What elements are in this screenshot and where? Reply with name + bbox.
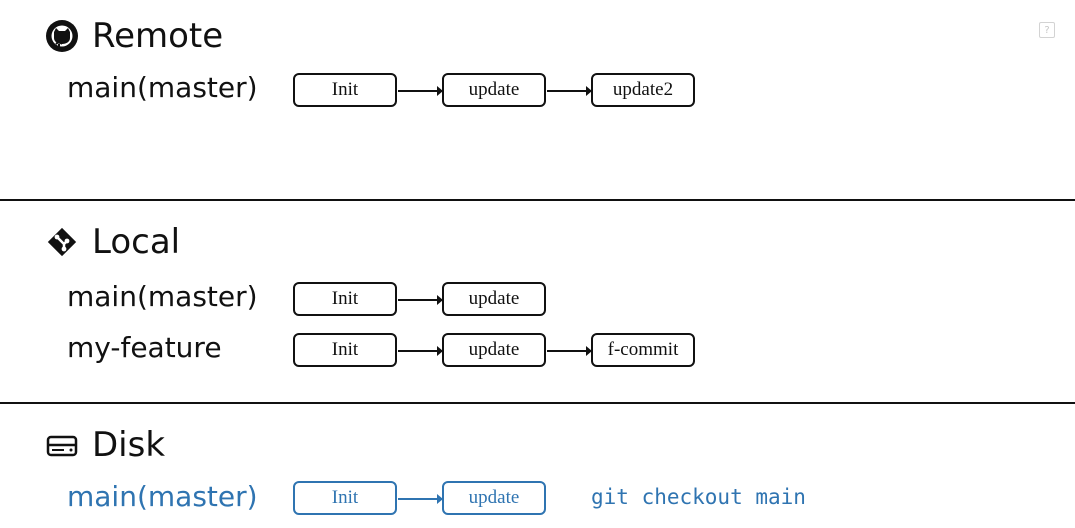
- hard-drive-icon: [42, 425, 82, 465]
- local-feature-commit-update: update: [442, 333, 546, 367]
- local-main-commit-update: update: [442, 282, 546, 316]
- remote-main-arrow-1: [398, 86, 443, 96]
- local-main-arrow-1: [398, 295, 443, 305]
- remote-main-arrow-2: [547, 86, 592, 96]
- local-feature-commit-init: Init: [293, 333, 397, 367]
- remote-main-commit-update2: update2: [591, 73, 695, 107]
- local-main-branch-label: main(master): [67, 280, 258, 313]
- disk-command-text: git checkout main: [591, 485, 806, 509]
- local-main-commit-init: Init: [293, 282, 397, 316]
- local-feature-branch-label: my-feature: [67, 331, 222, 364]
- remote-main-branch-label: main(master): [67, 71, 258, 104]
- local-section-title: Local: [42, 222, 180, 262]
- disk-main-commit-update: update: [442, 481, 546, 515]
- section-divider-local-disk: [0, 402, 1075, 404]
- disk-main-arrow-1: [398, 494, 443, 504]
- git-diamond-icon: [42, 222, 82, 262]
- disk-main-commit-init: Init: [293, 481, 397, 515]
- remote-main-commit-init: Init: [293, 73, 397, 107]
- local-feature-commit-f-commit: f-commit: [591, 333, 695, 367]
- local-feature-arrow-2: [547, 346, 592, 356]
- remote-section-title: Remote: [42, 16, 223, 56]
- disk-title-text: Disk: [92, 425, 166, 465]
- disk-section-title: Disk: [42, 425, 165, 465]
- help-icon[interactable]: ?: [1039, 22, 1055, 38]
- local-title-text: Local: [92, 222, 181, 262]
- local-feature-arrow-1: [398, 346, 443, 356]
- section-divider-remote-local: [0, 199, 1075, 201]
- github-octocat-icon: [42, 16, 82, 56]
- remote-title-text: Remote: [92, 16, 224, 56]
- disk-main-branch-label: main(master): [67, 480, 258, 513]
- remote-main-commit-update: update: [442, 73, 546, 107]
